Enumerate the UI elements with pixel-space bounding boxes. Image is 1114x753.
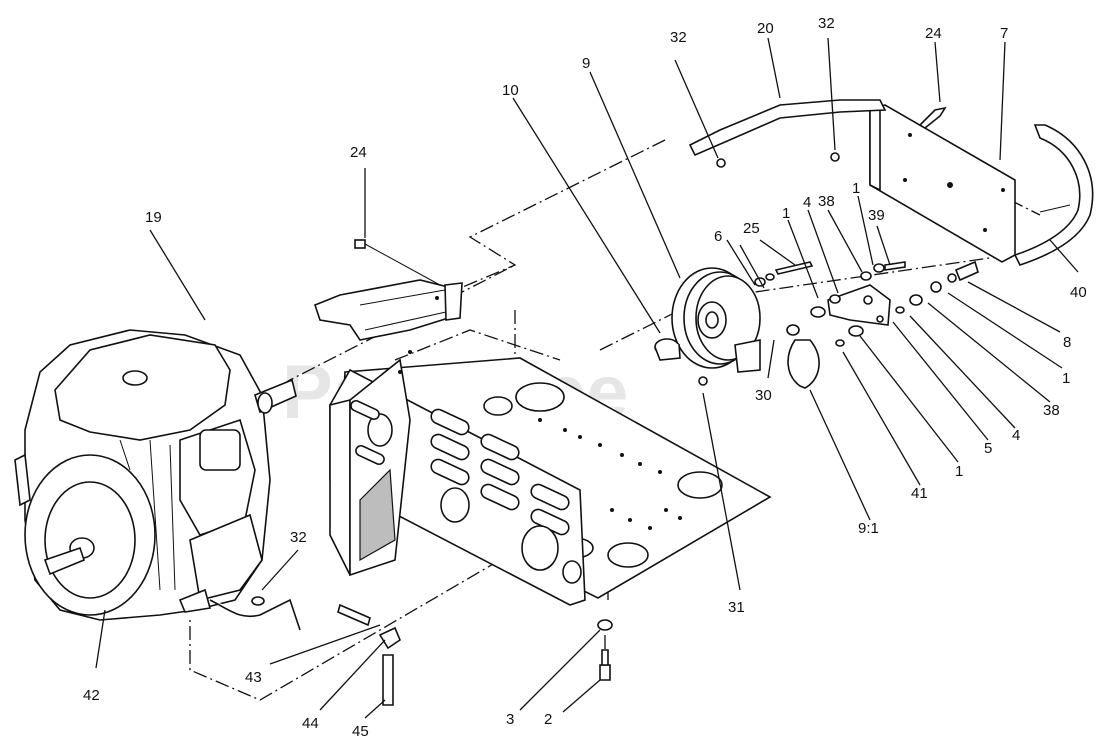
- callout-label: 32: [670, 29, 687, 46]
- callout-label: 24: [350, 144, 367, 161]
- clutch-bracket: [869, 104, 1016, 263]
- callout-label: 9: [582, 55, 590, 72]
- callout-label: 6: [714, 228, 722, 245]
- callout-label: 44: [302, 715, 319, 732]
- callout-label: 20: [757, 20, 774, 37]
- engine: [14, 329, 297, 621]
- callout-label: 40: [1070, 284, 1087, 301]
- bottom-hardware: [209, 596, 613, 706]
- pto-clutch: [654, 267, 761, 386]
- callout-label: 19: [145, 209, 162, 226]
- frame-side-plate: [329, 358, 586, 606]
- callout-label: 2: [544, 711, 552, 728]
- engine-mount-bracket: [314, 279, 463, 374]
- callout-label: 42: [83, 687, 100, 704]
- callout-label: 1: [955, 463, 963, 480]
- callout-label: 1: [782, 205, 790, 222]
- callout-label: 32: [818, 15, 835, 32]
- callout-label: 24: [925, 25, 942, 42]
- callout-label: 7: [1000, 25, 1008, 42]
- hardware-stack: [754, 260, 979, 347]
- callout-label: 31: [728, 599, 745, 616]
- callout-label: 38: [1043, 402, 1060, 419]
- callout-label: 41: [911, 485, 928, 502]
- callout-label: 9:1: [858, 520, 879, 537]
- callout-label: 8: [1063, 334, 1071, 351]
- callout-labels: 32 20 32 24 7 9 10 24 19 1 38 1 39 6 25 …: [83, 15, 1087, 740]
- callout-label: 1: [852, 180, 860, 197]
- callout-label: 4: [1012, 427, 1020, 444]
- callout-label: 10: [502, 82, 519, 99]
- callout-label: 4: [803, 194, 811, 211]
- callout-label: 30: [755, 387, 772, 404]
- support-strap-right: [1013, 124, 1094, 266]
- callout-label: 43: [245, 669, 262, 686]
- belt-guide: [787, 339, 820, 389]
- support-strap: [688, 99, 947, 168]
- callout-label: 39: [868, 207, 885, 224]
- callout-label: 25: [743, 220, 760, 237]
- callout-label: 45: [352, 723, 369, 740]
- callout-label: 3: [506, 711, 514, 728]
- callout-label: 5: [984, 440, 992, 457]
- leader-lines: [95, 37, 1079, 719]
- callout-label: 32: [290, 529, 307, 546]
- callout-label: 1: [1062, 370, 1070, 387]
- bolt-24-left: [354, 239, 441, 286]
- callout-label: 38: [818, 193, 835, 210]
